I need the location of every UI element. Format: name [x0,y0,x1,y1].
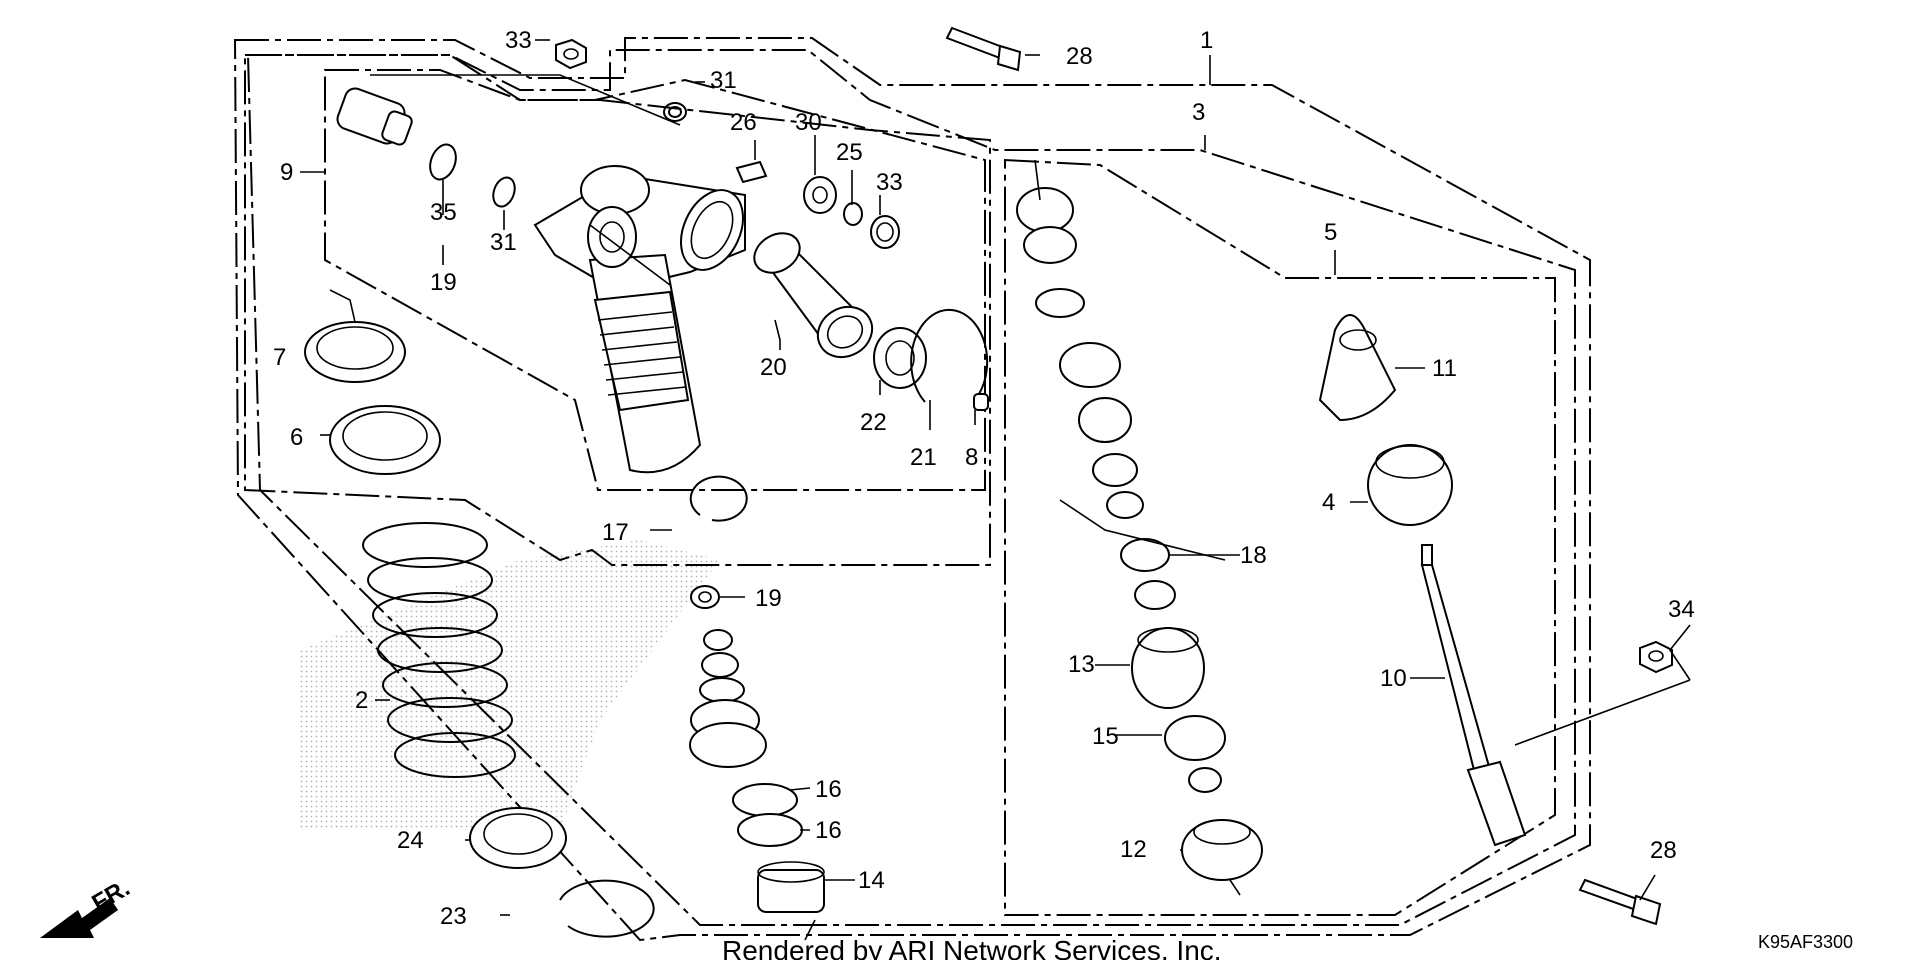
callout-10: 10 [1380,665,1407,692]
front-arrow-icon: FR. [40,874,134,938]
part-23-piston [873,327,927,389]
callout-1: 1 [1200,27,1213,54]
diagram-code: K95AF3300 [1758,932,1853,952]
callout-25: 24 [397,827,424,854]
callout-17: 17 [602,519,629,546]
assembly-group-lines [233,37,1591,942]
part-13-rubber [1131,627,1205,709]
part-31-bushing [803,176,837,214]
callout-14: 14 [858,867,885,894]
callout-30-right: 34 [1668,596,1695,623]
stipple-shading [300,540,720,830]
callout-22: 21 [910,444,937,471]
part-2-spring [362,522,516,778]
callout-9: 9 [280,159,293,186]
part-16-washer-b [737,813,803,847]
callout-8: 8 [965,444,978,471]
leader-lines [300,39,1691,941]
watermark-text: Rendered by ARI Network Services, Inc. [722,935,1222,960]
part-9-valve [336,87,413,146]
part-34-seal [870,215,900,249]
part-12-base [1181,819,1263,881]
part-19-nut [690,585,720,609]
part-28-bolt [945,26,1022,72]
part-15-oring [1164,715,1226,761]
part-27-label [735,160,768,184]
callout-35: 35 [430,199,457,226]
part-26-ring [843,202,863,226]
part-bump-stop-stack [689,629,767,768]
part-22-circlip [910,308,989,403]
part-33-ring [663,102,687,122]
callout-18: 18 [1240,542,1267,569]
callout-32: 31 [490,229,517,256]
callout-33: 31 [710,67,737,94]
part-8-cap [973,393,989,411]
callout-6: 6 [290,424,303,451]
callout-3: 3 [1192,99,1205,126]
part-4-cap [1367,444,1453,526]
part-30-nut-right [1639,640,1673,674]
callout-2: 2 [355,687,368,714]
callout-28: 28 [1066,43,1093,70]
part-3-column-stack [1016,187,1176,610]
callout-20: 19 [430,269,457,296]
part-30-nut-top [555,38,587,70]
callout-5: 5 [1324,219,1337,246]
part-16-washer-a [732,783,798,817]
callout-24: 23 [440,903,467,930]
callout-numbers: 33 28 1 31 3 5 9 26 30 25 33 35 31 19 7 … [273,27,1695,930]
part-29-bolt [1578,878,1662,926]
callout-21: 20 [760,354,787,381]
shock-reservoir-body [533,165,746,474]
callout-34: 33 [876,169,903,196]
part-17-ring [689,475,748,522]
callout-29: 28 [1650,837,1677,864]
part-25-collar [469,807,567,869]
callout-19: 19 [755,585,782,612]
callout-16-a: 16 [815,776,842,803]
callout-13: 13 [1068,651,1095,678]
callout-15: 15 [1092,723,1119,750]
callout-4: 4 [1322,489,1335,516]
part-7-lock-nut [304,321,406,383]
callout-26: 25 [836,139,863,166]
part-24-clip [559,879,655,938]
part-10-shock-rod [1420,544,1527,847]
part-small-cup [1188,767,1222,793]
part-35-oring [429,143,457,181]
callout-11: 11 [1432,355,1457,382]
callout-30-top: 33 [505,27,532,54]
callout-16-b: 16 [815,817,842,844]
part-21-sleeve [753,232,874,359]
callout-12: 12 [1120,836,1147,863]
part-6-adjuster-nut [329,405,441,475]
callout-23: 22 [860,409,887,436]
part-32-oring [492,176,516,208]
callout-7: 7 [273,344,286,371]
callout-31: 30 [795,109,822,136]
callout-27: 26 [730,109,757,136]
part-14-collar [757,861,825,913]
part-11-bump-rubber [1318,314,1397,422]
